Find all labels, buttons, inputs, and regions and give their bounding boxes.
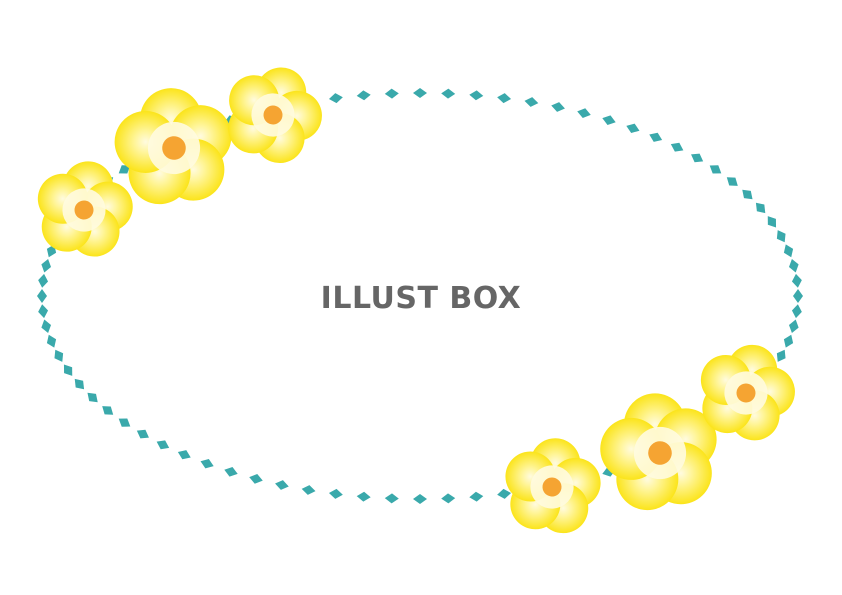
- bead: [776, 349, 786, 362]
- bead: [767, 216, 777, 228]
- bead: [275, 480, 289, 490]
- bead: [413, 494, 427, 504]
- bead: [469, 491, 484, 502]
- bead: [156, 440, 170, 450]
- bead: [742, 189, 753, 200]
- bead: [200, 459, 214, 469]
- bead: [551, 102, 565, 112]
- yellow-flower-icon: [114, 88, 232, 205]
- bead: [38, 273, 49, 288]
- flower-center: [74, 200, 94, 220]
- yellow-flower-icon: [228, 67, 322, 164]
- bead: [328, 93, 343, 104]
- bead: [63, 364, 73, 376]
- bead: [249, 474, 263, 484]
- bead: [788, 319, 799, 334]
- bead: [709, 165, 722, 174]
- bead: [788, 258, 799, 273]
- bead: [224, 467, 238, 477]
- bead: [87, 392, 98, 403]
- bead: [469, 90, 484, 101]
- bead: [524, 97, 539, 107]
- bead: [776, 230, 786, 243]
- bead: [118, 165, 131, 174]
- bead: [177, 450, 191, 460]
- bead: [37, 289, 47, 303]
- bead: [755, 202, 766, 214]
- bead: [118, 418, 131, 427]
- bead: [356, 491, 371, 502]
- bead: [670, 142, 684, 152]
- bead: [497, 93, 512, 104]
- bead: [783, 244, 794, 258]
- bead: [413, 88, 427, 98]
- watermark-text: ILLUST BOX: [320, 281, 522, 316]
- bead: [38, 304, 49, 319]
- flower-center: [263, 105, 283, 125]
- bead: [328, 488, 343, 499]
- bead: [41, 319, 52, 334]
- yellow-flower-icon: [700, 344, 795, 441]
- bead: [41, 258, 52, 273]
- bead: [691, 153, 704, 163]
- bead: [577, 108, 591, 118]
- bead: [791, 273, 802, 288]
- yellow-flower-icon: [37, 161, 133, 257]
- yellow-flower-icon: [505, 438, 601, 534]
- bead: [441, 493, 456, 504]
- bead: [54, 349, 64, 362]
- bead: [726, 177, 738, 186]
- bead: [356, 90, 371, 101]
- bead: [793, 289, 803, 303]
- bead: [74, 378, 85, 390]
- bead: [384, 88, 399, 99]
- bead: [602, 115, 616, 125]
- bead: [301, 485, 316, 495]
- yellow-flower-icon: [600, 393, 717, 511]
- flower-group: [37, 67, 795, 534]
- bead: [626, 123, 640, 133]
- flower-center: [648, 441, 672, 465]
- flower-center: [542, 477, 562, 497]
- bead: [102, 406, 114, 415]
- flower-center: [736, 383, 756, 403]
- bead: [384, 493, 399, 504]
- flower-center: [162, 136, 186, 160]
- bead: [497, 488, 512, 499]
- bead: [441, 88, 456, 99]
- bead: [783, 334, 794, 348]
- bead: [649, 132, 663, 142]
- bead: [791, 304, 802, 319]
- bead: [46, 334, 57, 348]
- bead: [136, 429, 149, 439]
